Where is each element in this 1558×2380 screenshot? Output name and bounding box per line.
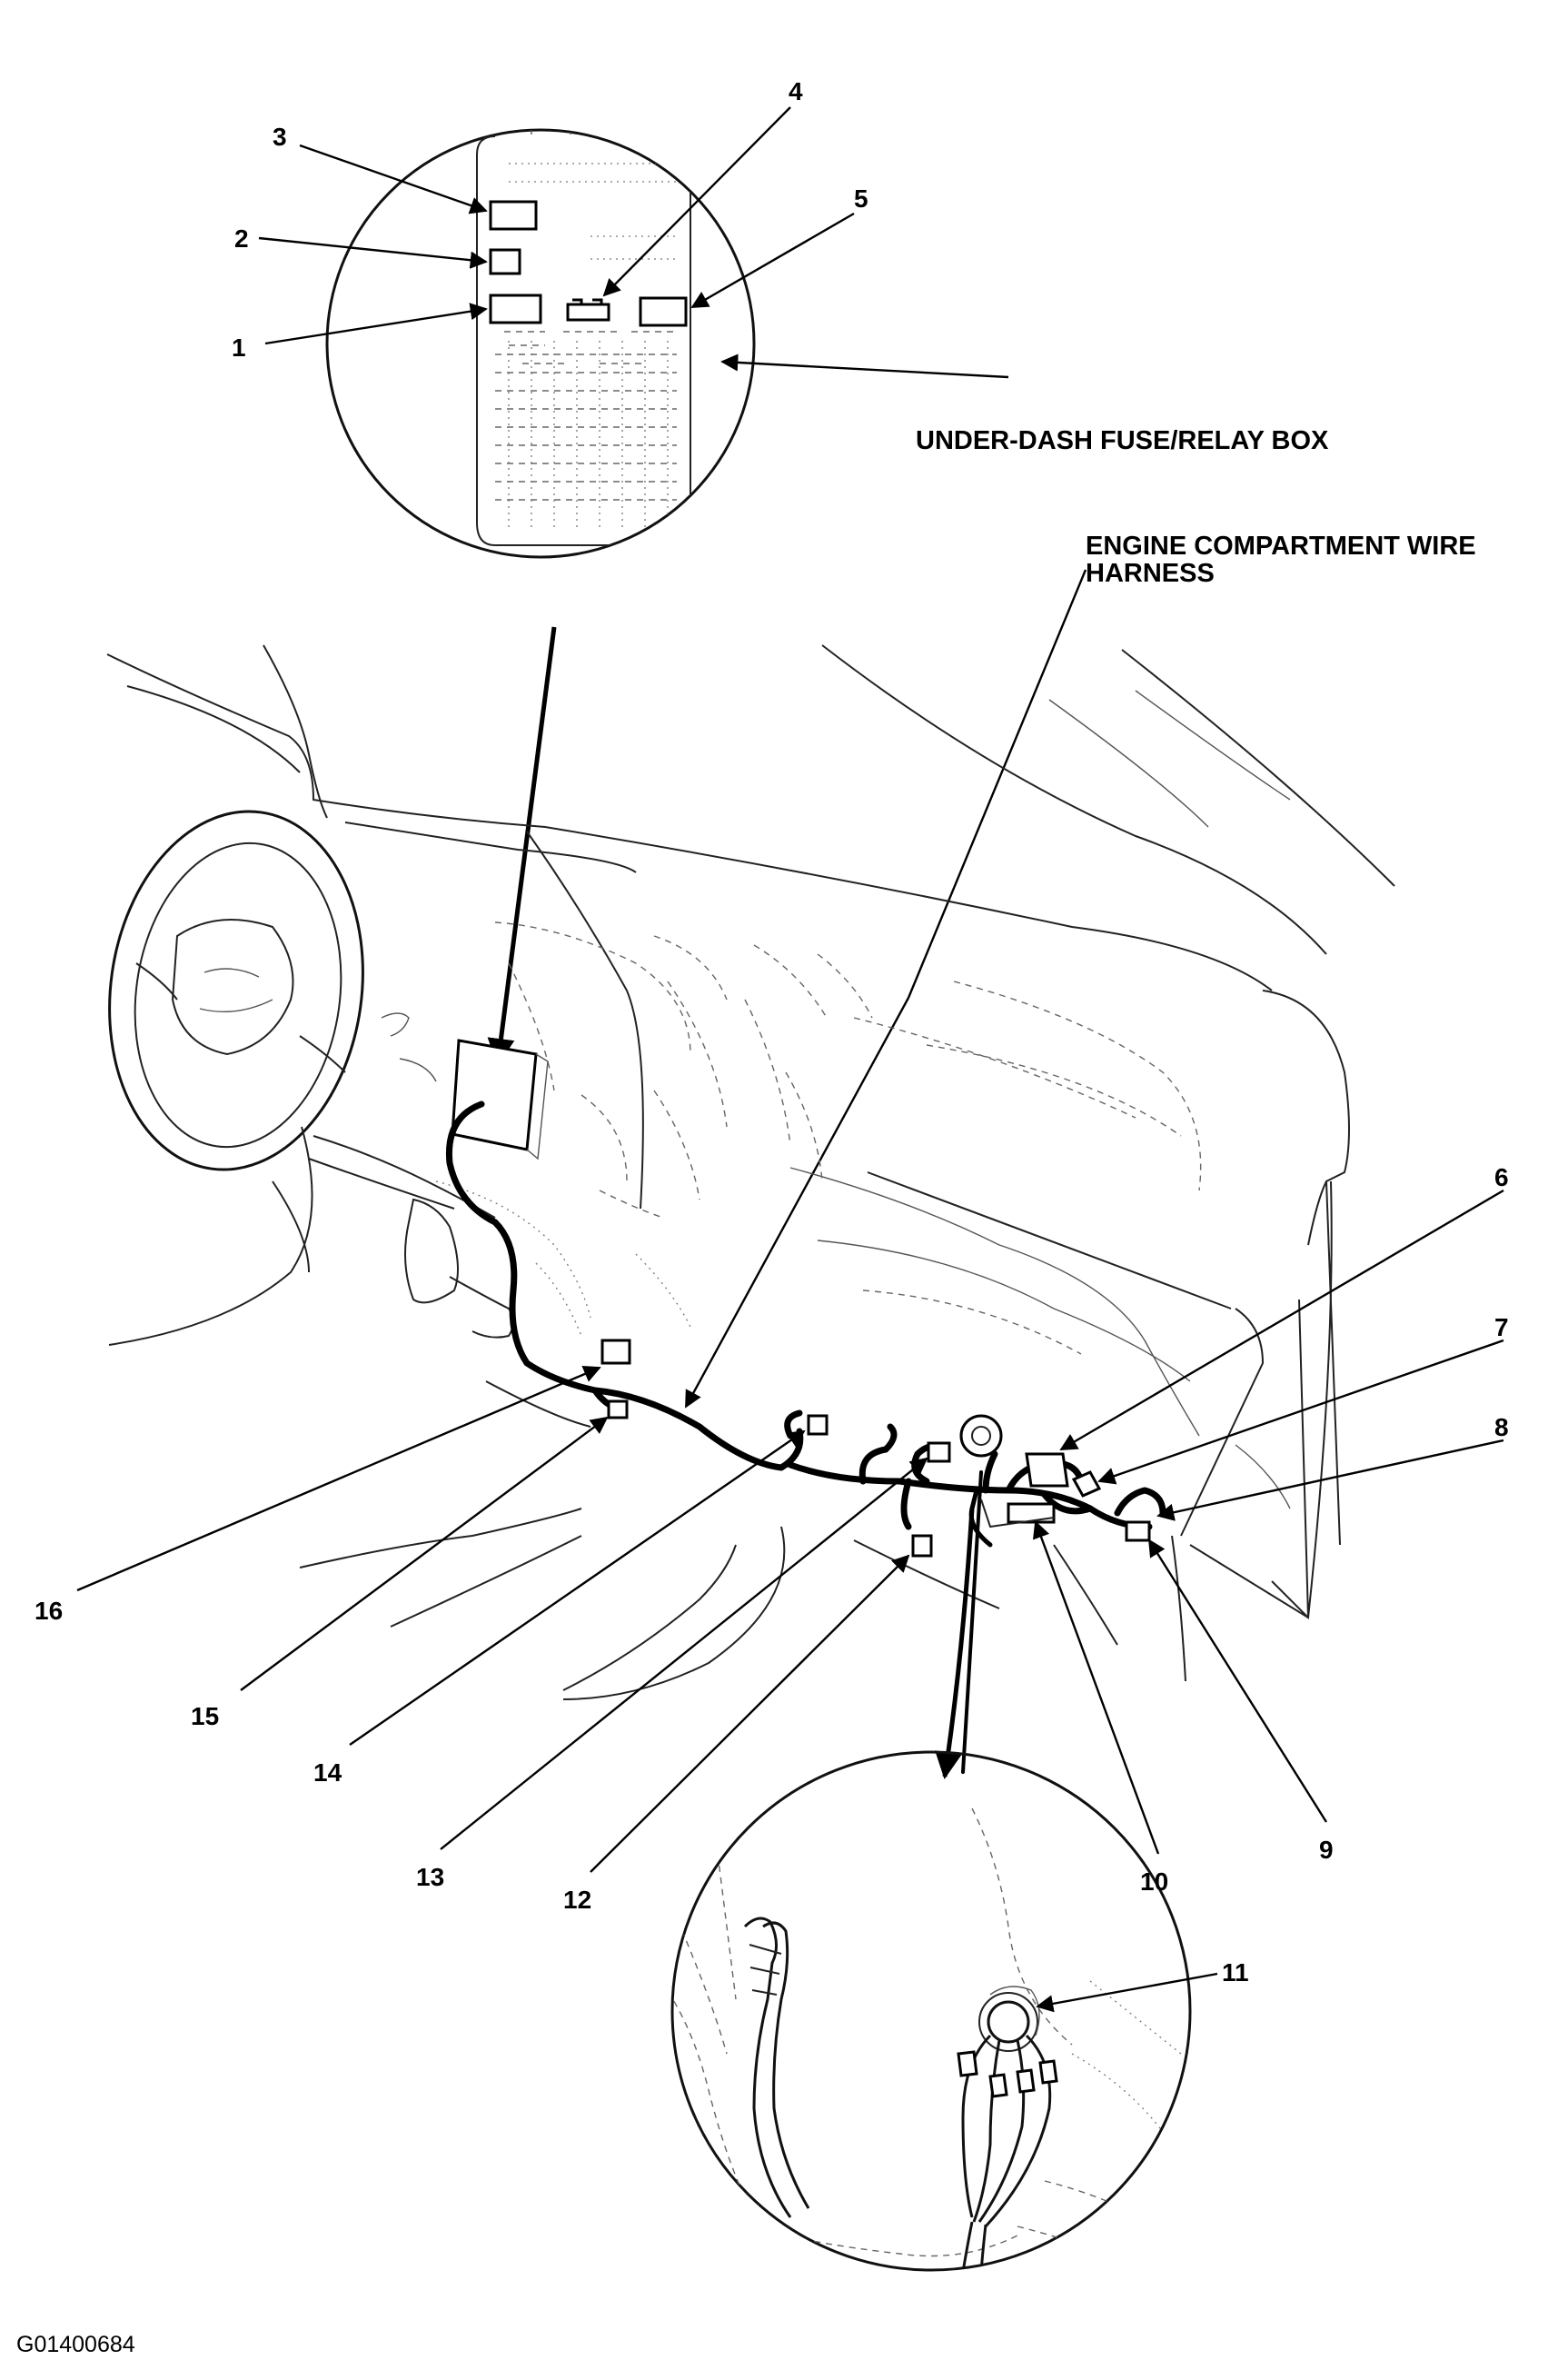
fuse-box-detail [325, 128, 756, 559]
callout-8: 8 [1494, 1413, 1509, 1441]
harness-connectors [600, 1339, 1151, 1558]
grommet-detail [670, 1750, 1218, 2272]
callout-1: 1 [232, 334, 246, 362]
callout-12: 12 [563, 1886, 591, 1914]
callout-2: 2 [234, 224, 249, 253]
dashboard-body [106, 644, 1395, 1682]
callout-9: 9 [1319, 1836, 1334, 1864]
connector-12 [911, 1534, 933, 1558]
harness-label-line2: HARNESS [1086, 559, 1215, 588]
figure-code: G01400684 [16, 2332, 135, 2357]
callout-15: 15 [191, 1702, 219, 1730]
callout-14: 14 [313, 1758, 342, 1787]
connector-15 [607, 1399, 629, 1419]
callout-7: 7 [1494, 1313, 1509, 1341]
relay-3 [489, 200, 538, 231]
connector-10 [1007, 1502, 1056, 1524]
connector-7 [1071, 1470, 1102, 1498]
fuse-grid [495, 163, 677, 527]
callout-16: 16 [35, 1597, 63, 1625]
connector-13 [927, 1441, 951, 1463]
callout-11: 11 [1222, 1958, 1249, 1987]
callout-13: 13 [416, 1863, 444, 1891]
steering-wheel [108, 810, 514, 1346]
callout-6: 6 [1494, 1163, 1509, 1191]
callout-5: 5 [854, 184, 868, 213]
relay-4 [566, 298, 610, 322]
relay-1 [489, 294, 542, 324]
connector-9 [1125, 1520, 1151, 1542]
callout-labels: 3 2 1 4 5 6 7 8 9 10 11 12 13 14 15 16 U… [16, 77, 1509, 2357]
connector-14 [807, 1414, 829, 1436]
relay-2 [489, 248, 521, 275]
under-dash-fuse-relay-box-label: UNDER-DASH FUSE/RELAY BOX [916, 426, 1329, 455]
harness-label-line1: ENGINE COMPARTMENT WIRE [1086, 532, 1476, 561]
engine-compartment-harness [445, 1100, 1166, 1774]
callout-10: 10 [1140, 1867, 1168, 1896]
connector-6 [1025, 1452, 1069, 1488]
dash-contours [435, 921, 873, 1337]
relay-5 [639, 296, 688, 327]
main-leaders [76, 1189, 1504, 1873]
floor-lines [299, 1380, 1118, 1700]
fuse-box-on-dash [451, 1039, 549, 1160]
top-leaders [258, 106, 1087, 1409]
callout-3: 3 [273, 123, 287, 151]
grommet-11 [959, 1414, 1003, 1458]
callout-4: 4 [789, 77, 803, 105]
connector-16 [600, 1339, 631, 1365]
